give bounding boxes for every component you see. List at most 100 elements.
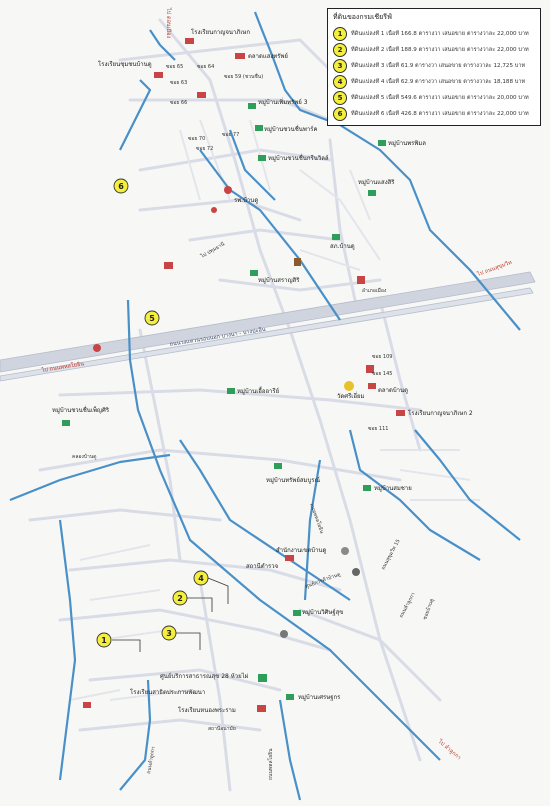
label-sub-1: สถานีตำรวจ — [246, 562, 278, 570]
village-icon — [227, 388, 235, 394]
clinic-icon — [258, 674, 267, 682]
office-icon — [285, 555, 294, 561]
label-school-6: โรงเรียนหนองพระราม — [178, 706, 236, 714]
label-soi-64: ซอย 64 — [197, 64, 214, 70]
plot-marker-number: 5 — [149, 314, 155, 323]
plot-marker-2[interactable]: 2 — [172, 590, 188, 606]
label-soi-145: ซอย 145 — [372, 371, 392, 377]
label-road-right-2: ถนนลำลูกกา — [398, 592, 416, 619]
plot-marker-4[interactable]: 4 — [193, 570, 209, 586]
label-soi-77: ซอย 77 — [222, 132, 239, 138]
plot-marker-3[interactable]: 3 — [161, 625, 177, 641]
school-icon — [396, 410, 405, 416]
label-market-top: ตลาดแสงทรัพย์ — [248, 52, 288, 60]
label-soi-bottom: ซอยบ้านดู — [421, 598, 435, 621]
legend-number: 5 — [333, 91, 347, 105]
police-icon — [211, 207, 217, 213]
village-icon — [378, 140, 386, 146]
label-temple-1: วัดศรีเอี่ยม — [337, 392, 364, 400]
village-icon — [255, 125, 263, 131]
label-village-10: หมู่บ้านสมชาย — [374, 485, 412, 492]
label-village-6: หมู่บ้านสราญสิริ — [258, 277, 300, 284]
label-village-8: หมู่บ้านชวนชื่นเพ็ญศิริ — [52, 405, 110, 414]
label-village-4: หมู่บ้านพรพิมล — [388, 140, 426, 147]
market-icon — [235, 53, 245, 59]
label-soi-72: ซอย 72 — [196, 146, 213, 152]
label-office: สำนักงานเขตบ้านดู — [276, 547, 326, 554]
plot-pointers — [112, 577, 229, 652]
label-hw-right: ไป ถนนสุขุมวิท — [475, 259, 513, 278]
legend-number: 2 — [333, 43, 347, 57]
label-village-9: หมู่บ้านทรัพย์สมบูรณ์ — [266, 476, 320, 484]
plot-marker-5[interactable]: 5 — [144, 310, 160, 326]
building-icon — [197, 92, 206, 98]
legend-text: ที่ดินแปลงที่ 3 เนื้อที่ 61.9 ตารางวา เส… — [351, 63, 526, 69]
plot-markers: 6 5 4 2 3 1 — [96, 178, 209, 648]
label-go-left: ไป ปทุมธานี — [199, 240, 227, 260]
legend-row: 5 ที่ดินแปลงที่ 5 เนื้อที่ 549.6 ตารางวา… — [333, 90, 535, 106]
label-village-5: หมู่บ้านแสงสิริ — [358, 179, 395, 186]
village-icon — [363, 485, 371, 491]
legend-row: 6 ที่ดินแปลงที่ 6 เนื้อที่ 426.8 ตารางวา… — [333, 106, 535, 122]
label-village-11: หมู่บ้านวิศิษฐ์สุข — [302, 608, 343, 616]
label-district: อำเภอเมือง — [362, 287, 387, 294]
fuel-icon — [341, 547, 349, 555]
temple-icon — [357, 276, 365, 284]
legend-row: 3 ที่ดินแปลงที่ 3 เนื้อที่ 61.9 ตารางวา … — [333, 58, 535, 74]
legend-box: ที่ดินของกรมเชียรีฟ์ 1 ที่ดินแปลงที่ 1 เ… — [327, 8, 541, 126]
village-icon — [248, 103, 256, 109]
village-icon — [274, 463, 282, 469]
label-market-2: ตลาดบ้านดู — [378, 387, 408, 394]
label-soi-65: ซอย 65 — [166, 64, 183, 70]
village-icon — [286, 694, 294, 700]
village-icon — [293, 610, 301, 616]
label-soi-70: ซอย 70 — [188, 136, 205, 142]
legend-number: 1 — [333, 27, 347, 41]
office-icon — [294, 258, 301, 266]
label-soi-lower: ซอย 111 — [368, 426, 388, 432]
legend-number: 4 — [333, 75, 347, 89]
plot-marker-number: 4 — [198, 574, 204, 583]
label-road-main: ถนนพหลโยธิน — [267, 748, 274, 780]
hospital-icon — [224, 186, 232, 194]
office-icon — [257, 705, 266, 712]
label-village-3: หมู่บ้านชวนชื่นกรีนวิลล์ — [268, 154, 329, 162]
legend-text: ที่ดินแปลงที่ 1 เนื้อที่ 166.8 ตารางวา เ… — [351, 31, 529, 37]
building-icon — [83, 702, 91, 708]
market-icon — [368, 383, 376, 389]
label-canal: คลองบ้านดู — [72, 453, 97, 460]
legend-text: ที่ดินแปลงที่ 2 เนื้อที่ 188.9 ตารางวา เ… — [351, 47, 529, 53]
label-go-top: ไป ดอนเมือง — [165, 7, 172, 38]
village-icon — [62, 420, 70, 426]
legend-number: 3 — [333, 59, 347, 73]
legend-text: ที่ดินแปลงที่ 5 เนื้อที่ 549.6 ตารางวา เ… — [351, 95, 529, 101]
label-school-left: โรงเรียนชุมชนบ้านดู — [98, 60, 152, 68]
legend-text: ที่ดินแปลงที่ 6 เนื้อที่ 426.8 ตารางวา เ… — [351, 111, 529, 117]
label-soi-109: ซอย 109 — [372, 354, 392, 360]
plot-marker-number: 6 — [118, 182, 124, 191]
plot-marker-1[interactable]: 1 — [96, 632, 112, 648]
village-icon — [250, 270, 258, 276]
label-center-2: ศูนย์บริการสาธารณสุข 28 ห้วยไผ่ — [160, 672, 249, 680]
label-soi-63: ซอย 63 — [170, 80, 187, 86]
label-soi-66: ซอย 66 — [170, 100, 187, 106]
temple-icon — [344, 381, 354, 391]
legend-text: ที่ดินแปลงที่ 4 เนื้อที่ 62.9 ตารางวา เส… — [351, 79, 526, 85]
plot-marker-6[interactable]: 6 — [113, 178, 129, 194]
legend-row: 1 ที่ดินแปลงที่ 1 เนื้อที่ 166.8 ตารางวา… — [333, 26, 535, 42]
legend-row: 4 ที่ดินแปลงที่ 4 เนื้อที่ 62.9 ตารางวา … — [333, 74, 535, 90]
landmark-icon — [93, 344, 101, 352]
landmark-icons — [62, 38, 405, 712]
label-police: สภ.บ้านดู — [330, 243, 355, 250]
label-soi-59: ซอย 59 (ชวนชื่น) — [224, 73, 263, 80]
expressway — [0, 271, 536, 382]
plot-marker-number: 1 — [101, 636, 107, 645]
label-village-1: หมู่บ้านเพิ่มทรัพย์ 3 — [258, 98, 308, 106]
minor-roads — [28, 18, 480, 792]
junction-icon — [280, 630, 288, 638]
legend-number: 6 — [333, 107, 347, 121]
label-village-2: หมู่บ้านชวนชื่นพาร์ค — [264, 125, 317, 133]
legend-title: ที่ดินของกรมเชียรีฟ์ — [333, 13, 392, 21]
village-icon — [368, 190, 376, 196]
village-icon — [258, 155, 266, 161]
